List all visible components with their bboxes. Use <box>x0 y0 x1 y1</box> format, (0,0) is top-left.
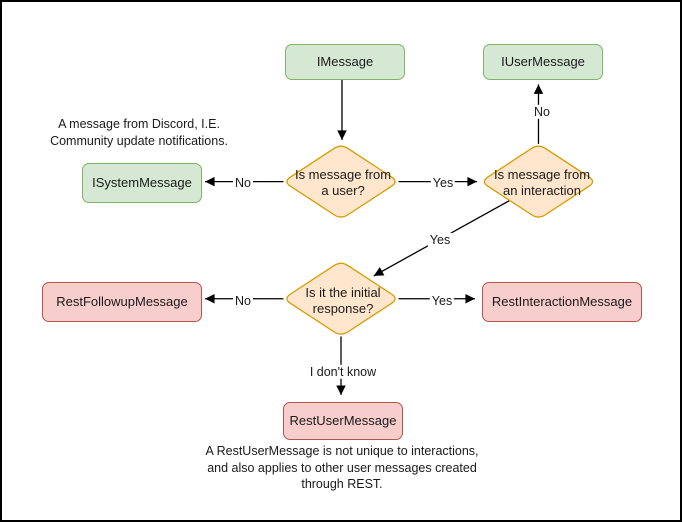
node-restfollowupmessage: RestFollowupMessage <box>42 282 202 322</box>
decision-from-user-shape <box>286 145 396 218</box>
decision-initial-response-shape <box>286 262 396 335</box>
annotation-restusermessage-note: A RestUserMessage is not unique to inter… <box>205 444 479 491</box>
node-imessage: IMessage <box>285 44 405 80</box>
edge-label-from-interaction-yes: Yes <box>427 232 453 248</box>
node-isystemmessage: ISystemMessage <box>82 163 202 203</box>
node-restinteractionmessage: RestInteractionMessage <box>482 282 642 322</box>
decision-from-interaction-shape <box>483 145 594 218</box>
edge-label-from-user-yes: Yes <box>430 175 456 191</box>
edge-label-initial-yes: Yes <box>429 293 455 309</box>
annotation-isystemmessage-note: A message from Discord, I.E. Community u… <box>50 117 228 148</box>
node-iusermessage: IUserMessage <box>483 44 603 80</box>
edge-label-from-user-no: No <box>233 175 253 191</box>
decision-initial-response-label: Is it the initial response? <box>305 284 381 316</box>
edge-label-from-interaction-no: No <box>532 104 552 120</box>
decision-from-interaction-label: Is message from an interaction <box>493 166 591 198</box>
node-restusermessage: RestUserMessage <box>283 402 403 440</box>
decision-from-user-label: Is message from a user? <box>294 166 392 198</box>
edge-label-initial-no: No <box>233 293 253 309</box>
edge-label-initial-unknown: I don't know <box>307 364 379 380</box>
